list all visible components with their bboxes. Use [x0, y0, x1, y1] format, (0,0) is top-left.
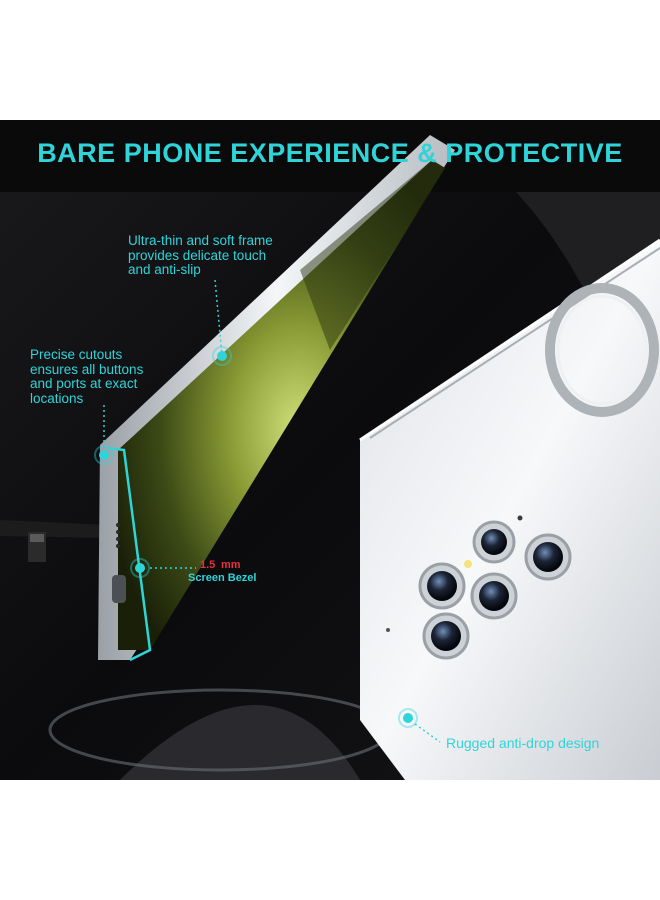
stylus-icon: [0, 520, 112, 562]
frame-callout: Ultra-thin and soft frame provides delic…: [128, 233, 273, 278]
cutouts-callout-line: locations: [30, 390, 84, 406]
magnetic-ring-icon: [545, 283, 659, 417]
callout-markers: [94, 279, 441, 743]
bezel-unit: mm: [221, 559, 241, 571]
phone-illustration: [0, 120, 660, 780]
cutouts-callout: Precise cutouts ensures all buttons and …: [30, 347, 144, 406]
cutouts-callout-line: and ports at exact: [30, 376, 138, 391]
frame-callout-line: Ultra-thin and soft frame: [128, 233, 273, 248]
product-image: BARE PHONE EXPERIENCE & PROTECTIVE Ultra…: [0, 120, 660, 780]
bezel-label: Screen Bezel: [188, 572, 257, 584]
headline: BARE PHONE EXPERIENCE & PROTECTIVE: [37, 138, 623, 168]
cutouts-callout-line: ensures all buttons: [30, 361, 144, 377]
camera-lens-icon: [418, 515, 572, 660]
drop-callout: Rugged anti-drop design: [446, 735, 600, 751]
bezel-value: 1.5: [200, 559, 216, 571]
frame-callout-line: provides delicate touch: [128, 247, 267, 263]
cutouts-callout-line: Precise cutouts: [30, 347, 123, 362]
frame-callout-line: and anti-slip: [128, 262, 201, 277]
